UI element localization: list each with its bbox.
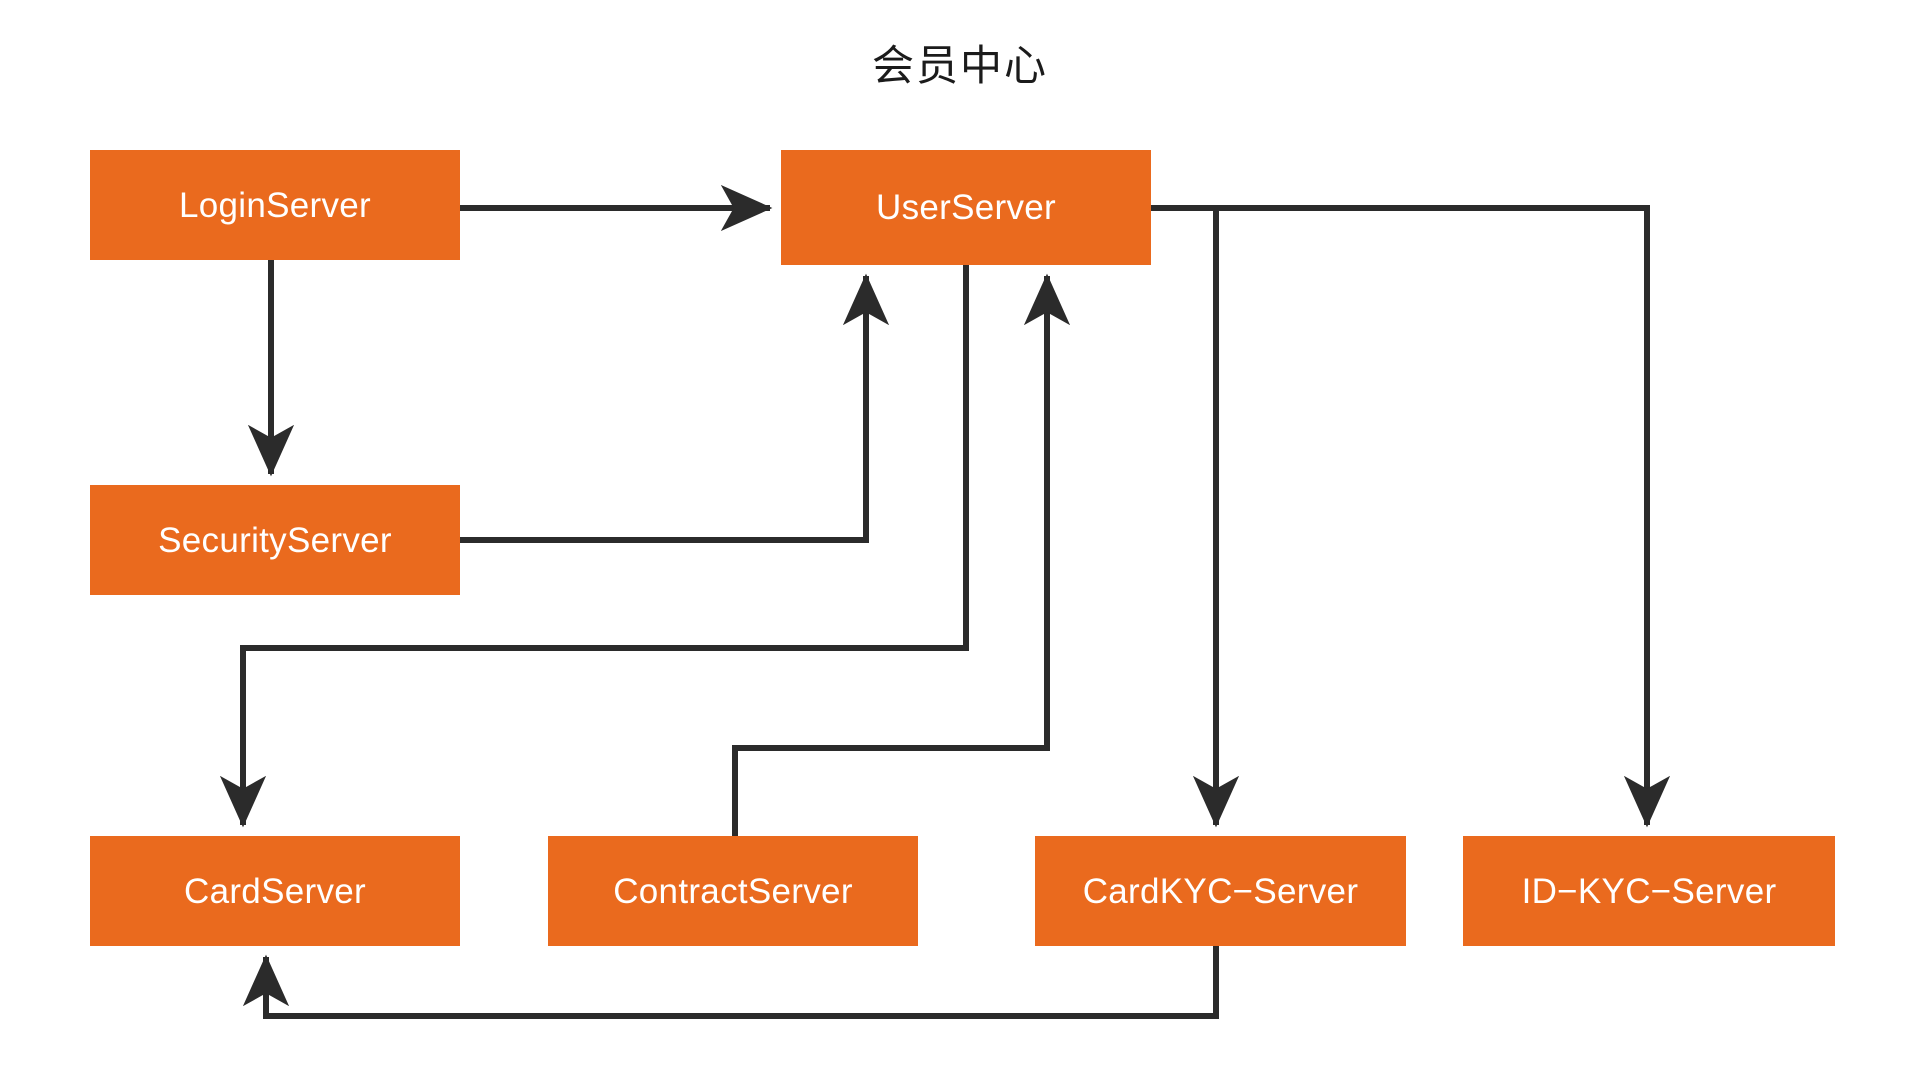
node-contract-server[interactable]: ContractServer [548, 836, 918, 946]
node-idkyc-server[interactable]: ID−KYC−Server [1463, 836, 1835, 946]
node-security-server[interactable]: SecurityServer [90, 485, 460, 595]
node-cardkyc-server-label: CardKYC−Server [1082, 871, 1359, 911]
edge-cardkyc-to-card [242, 946, 1219, 1019]
node-card-server[interactable]: CardServer [90, 836, 460, 946]
node-cardkyc-server[interactable]: CardKYC−Server [1035, 836, 1406, 946]
node-card-server-label: CardServer [184, 871, 366, 911]
edge-user-to-cardkyc [1151, 205, 1240, 828]
node-contract-server-label: ContractServer [613, 871, 853, 911]
node-user-server[interactable]: UserServer [781, 150, 1151, 265]
edge-security-to-user [460, 273, 890, 543]
diagram-title: 会员中心 [871, 41, 1048, 90]
node-security-server-label: SecurityServer [158, 520, 392, 560]
node-login-server-label: LoginServer [178, 185, 372, 225]
edge-user-to-card [219, 265, 969, 828]
edge-user-to-idkyc [1151, 205, 1671, 828]
node-login-server[interactable]: LoginServer [90, 150, 460, 260]
edge-contract-to-user [732, 273, 1071, 836]
node-user-server-label: UserServer [876, 188, 1056, 227]
node-idkyc-server-label: ID−KYC−Server [1521, 871, 1777, 911]
